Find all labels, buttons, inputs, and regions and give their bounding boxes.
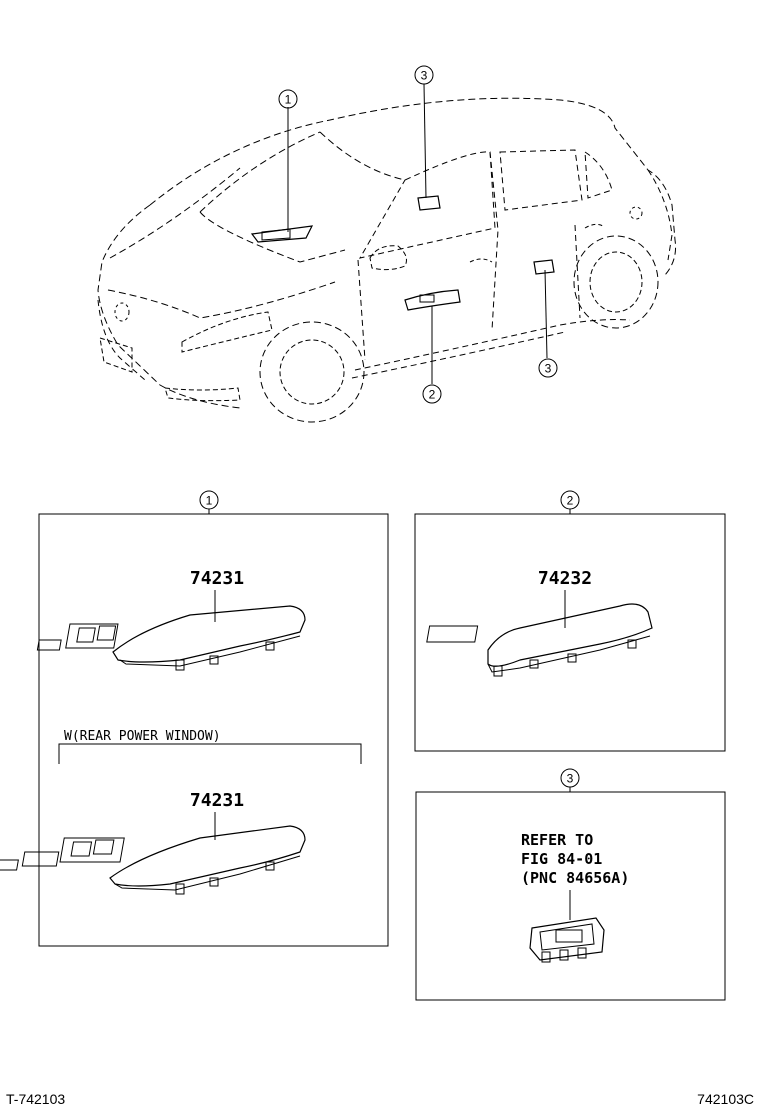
callout-circle-3a-car bbox=[414, 65, 434, 85]
condition-label: W(REAR POWER WINDOW) bbox=[64, 729, 221, 744]
callout-circle-1-car bbox=[278, 89, 298, 109]
callout-label-3b-car: 3 bbox=[545, 362, 552, 376]
car-switch-driver bbox=[250, 225, 314, 243]
car-illustration bbox=[97, 97, 676, 423]
master-switch-top-illustration bbox=[36, 605, 306, 671]
panel-1-frame bbox=[38, 513, 389, 947]
panel-1-callout-label: 1 bbox=[206, 494, 213, 508]
callout-label-2-car: 2 bbox=[429, 388, 436, 402]
car-switch-rear-right bbox=[533, 259, 555, 275]
note-line-2: FIG 84-01 bbox=[521, 850, 602, 868]
rear-switch-illustration bbox=[529, 917, 605, 963]
panel-3-frame bbox=[415, 791, 726, 1001]
note-line-3: (PNC 84656A) bbox=[521, 869, 629, 887]
panel-3 bbox=[415, 768, 726, 1001]
leader-line-3a bbox=[423, 83, 427, 199]
leader-line-3b bbox=[544, 269, 548, 359]
footer-left-code: T-742103 bbox=[6, 1091, 65, 1107]
panel-3-callout-label: 3 bbox=[567, 772, 574, 786]
master-switch-bottom-illustration bbox=[0, 825, 306, 895]
callout-circle-3b-car bbox=[538, 358, 558, 378]
passenger-switch-illustration bbox=[426, 603, 653, 677]
car-switch-rear-left bbox=[417, 195, 441, 211]
callout-label-3a-car: 3 bbox=[421, 69, 428, 83]
condition-bracket bbox=[58, 743, 362, 764]
part-number-74232: 74232 bbox=[538, 568, 592, 589]
panel-2-frame bbox=[414, 513, 726, 752]
panel-2 bbox=[414, 490, 726, 752]
part-number-74231-top: 74231 bbox=[190, 568, 244, 589]
panel-1 bbox=[0, 490, 389, 947]
footer-right-code: 742103C bbox=[697, 1091, 754, 1107]
panel-2-callout-label: 2 bbox=[567, 494, 574, 508]
callout-circle-2-car bbox=[422, 384, 442, 404]
callout-label-1-car: 1 bbox=[285, 93, 292, 107]
note-line-1: REFER TO bbox=[521, 831, 593, 849]
car-switch-passenger bbox=[404, 289, 461, 311]
part-number-74231-bottom: 74231 bbox=[190, 790, 244, 811]
